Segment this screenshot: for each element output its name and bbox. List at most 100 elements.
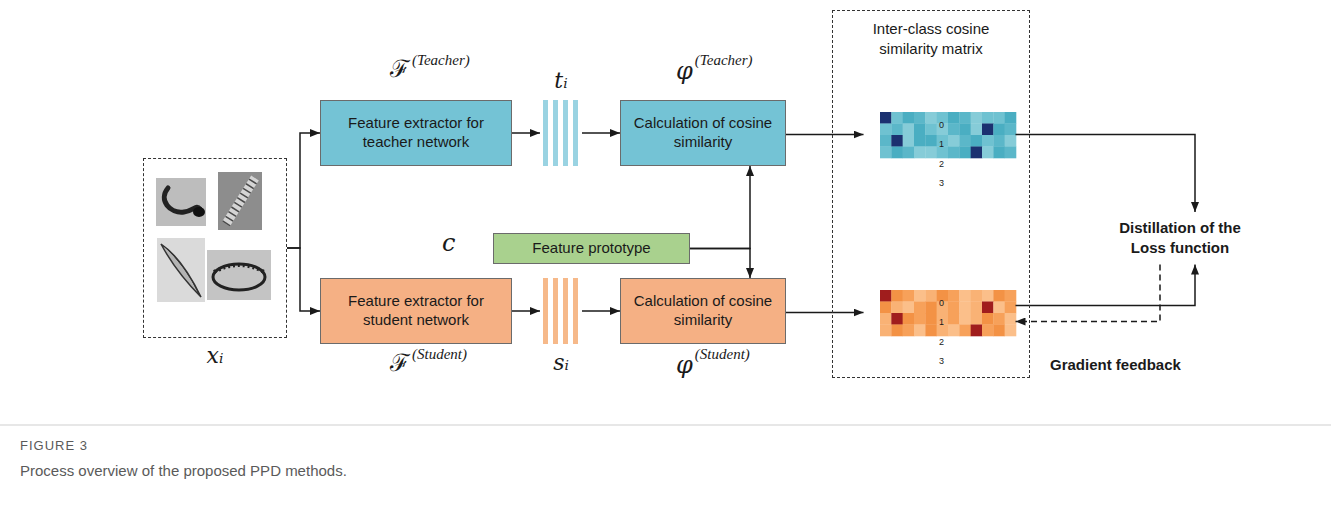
input-panel: xᵢ (143, 158, 287, 338)
heatmap-cell (903, 290, 915, 302)
connector (512, 310, 540, 312)
heatmap-cell (1005, 124, 1017, 136)
heatmap-cell (925, 302, 937, 314)
heatmap-cell (903, 302, 915, 314)
heatmap-cell (982, 112, 994, 124)
plankton-shape (164, 246, 199, 294)
plankton-image (157, 238, 205, 302)
math-symbol: ℱ (390, 56, 410, 82)
connector (582, 310, 620, 312)
feature-vector-bars (543, 100, 578, 344)
plankton-shape (214, 265, 264, 272)
math-symbol: c (442, 230, 455, 256)
heatmap-cell (925, 112, 937, 124)
heatmap-cell (971, 313, 983, 325)
heatmap-cell (880, 147, 892, 159)
heatmap-cell (925, 124, 937, 136)
heatmap-cell (903, 325, 915, 337)
matrix-group: Inter-class cosine similarity matrix 0123… (832, 10, 1030, 378)
heatmap-cell (925, 135, 937, 147)
heatmap-cell (982, 302, 994, 314)
caption-rule (0, 425, 1331, 426)
process-box: Calculation of cosine similarity (620, 278, 786, 344)
math-symbol: φ (676, 352, 693, 378)
heatmap-cell (959, 313, 971, 325)
heatmap-cell (903, 112, 915, 124)
figure-caption: Process overview of the proposed PPD met… (20, 462, 347, 479)
heatmap-cell (982, 325, 994, 337)
heatmap-cell (1005, 290, 1017, 302)
plankton-shape (213, 264, 265, 290)
row-index: 2 (867, 159, 1017, 171)
plankton-shape (226, 178, 255, 224)
heatmap-cell (959, 290, 971, 302)
heatmap-cell (880, 313, 892, 325)
node-text: Calculation of cosine similarity (629, 292, 777, 330)
heatmap-cell (880, 112, 892, 124)
math-symbol: ℱ (390, 350, 410, 376)
connector (690, 249, 750, 279)
loss-node: Distillation of the Loss function (1105, 212, 1255, 265)
heatmap-cell (880, 135, 892, 147)
heatmap-cell (948, 147, 960, 159)
heatmap-cell (903, 124, 915, 136)
plankton-shape (193, 207, 205, 217)
heatmap-cell (914, 325, 926, 337)
heatmap-cell (971, 112, 983, 124)
heatmap-cell (914, 302, 926, 314)
row-index: 3 (867, 356, 1017, 368)
connector (786, 134, 864, 136)
feature-vector: tᵢ (540, 100, 582, 166)
superscript: (Student) (695, 346, 750, 363)
heatmap-cell (959, 124, 971, 136)
edge-label: Gradient feedback (1048, 356, 1183, 373)
node-text: Calculation of cosine similarity (629, 114, 777, 152)
heatmap-cell (914, 124, 926, 136)
row-index: 2 (867, 337, 1017, 349)
heatmap-cell (959, 325, 971, 337)
heatmap-cell (1005, 112, 1017, 124)
similarity-heatmap: 0123 (864, 290, 1016, 336)
superscript: (Student) (412, 346, 467, 363)
heatmap-cell (959, 147, 971, 159)
heatmap-cell (891, 302, 903, 314)
heatmap-cell (993, 313, 1005, 325)
row-index: 1 (867, 139, 1017, 151)
heatmap-cell (993, 290, 1005, 302)
heatmap-cell (914, 290, 926, 302)
connector (1016, 135, 1196, 213)
vector-bar (543, 100, 548, 166)
heatmap-cell (982, 124, 994, 136)
node-text: Feature extractor for teacher network (329, 114, 503, 152)
plankton-image (218, 172, 262, 230)
feature-vector: sᵢ (540, 278, 582, 344)
node-text: Inter-class cosine similarity matrix (856, 19, 1006, 58)
heatmap-cell (903, 135, 915, 147)
vector-bar (553, 100, 558, 166)
connector (690, 166, 750, 249)
heatmap-cell (971, 302, 983, 314)
heatmap-cell (925, 325, 937, 337)
plankton-shape (161, 244, 201, 297)
heatmap-cell (993, 124, 1005, 136)
heatmap-cell (982, 147, 994, 159)
heatmap-cell (971, 147, 983, 159)
superscript: (Teacher) (695, 52, 753, 69)
heatmap-cell (993, 112, 1005, 124)
node-text: Feature extractor for student network (329, 292, 503, 330)
heatmap-cell (948, 135, 960, 147)
heatmap-cell (948, 290, 960, 302)
heatmap-cell (891, 124, 903, 136)
heatmap-cell (880, 290, 892, 302)
heatmap-cell (880, 302, 892, 314)
heatmap-cells (880, 112, 1016, 336)
connector (287, 248, 320, 311)
heatmap-cell (914, 135, 926, 147)
heatmap-cell (925, 290, 937, 302)
vector-bar (543, 278, 548, 344)
heatmap-cell (891, 313, 903, 325)
heatmap-cell (925, 313, 937, 325)
heatmap-cell (959, 112, 971, 124)
heatmap-cell (914, 313, 926, 325)
